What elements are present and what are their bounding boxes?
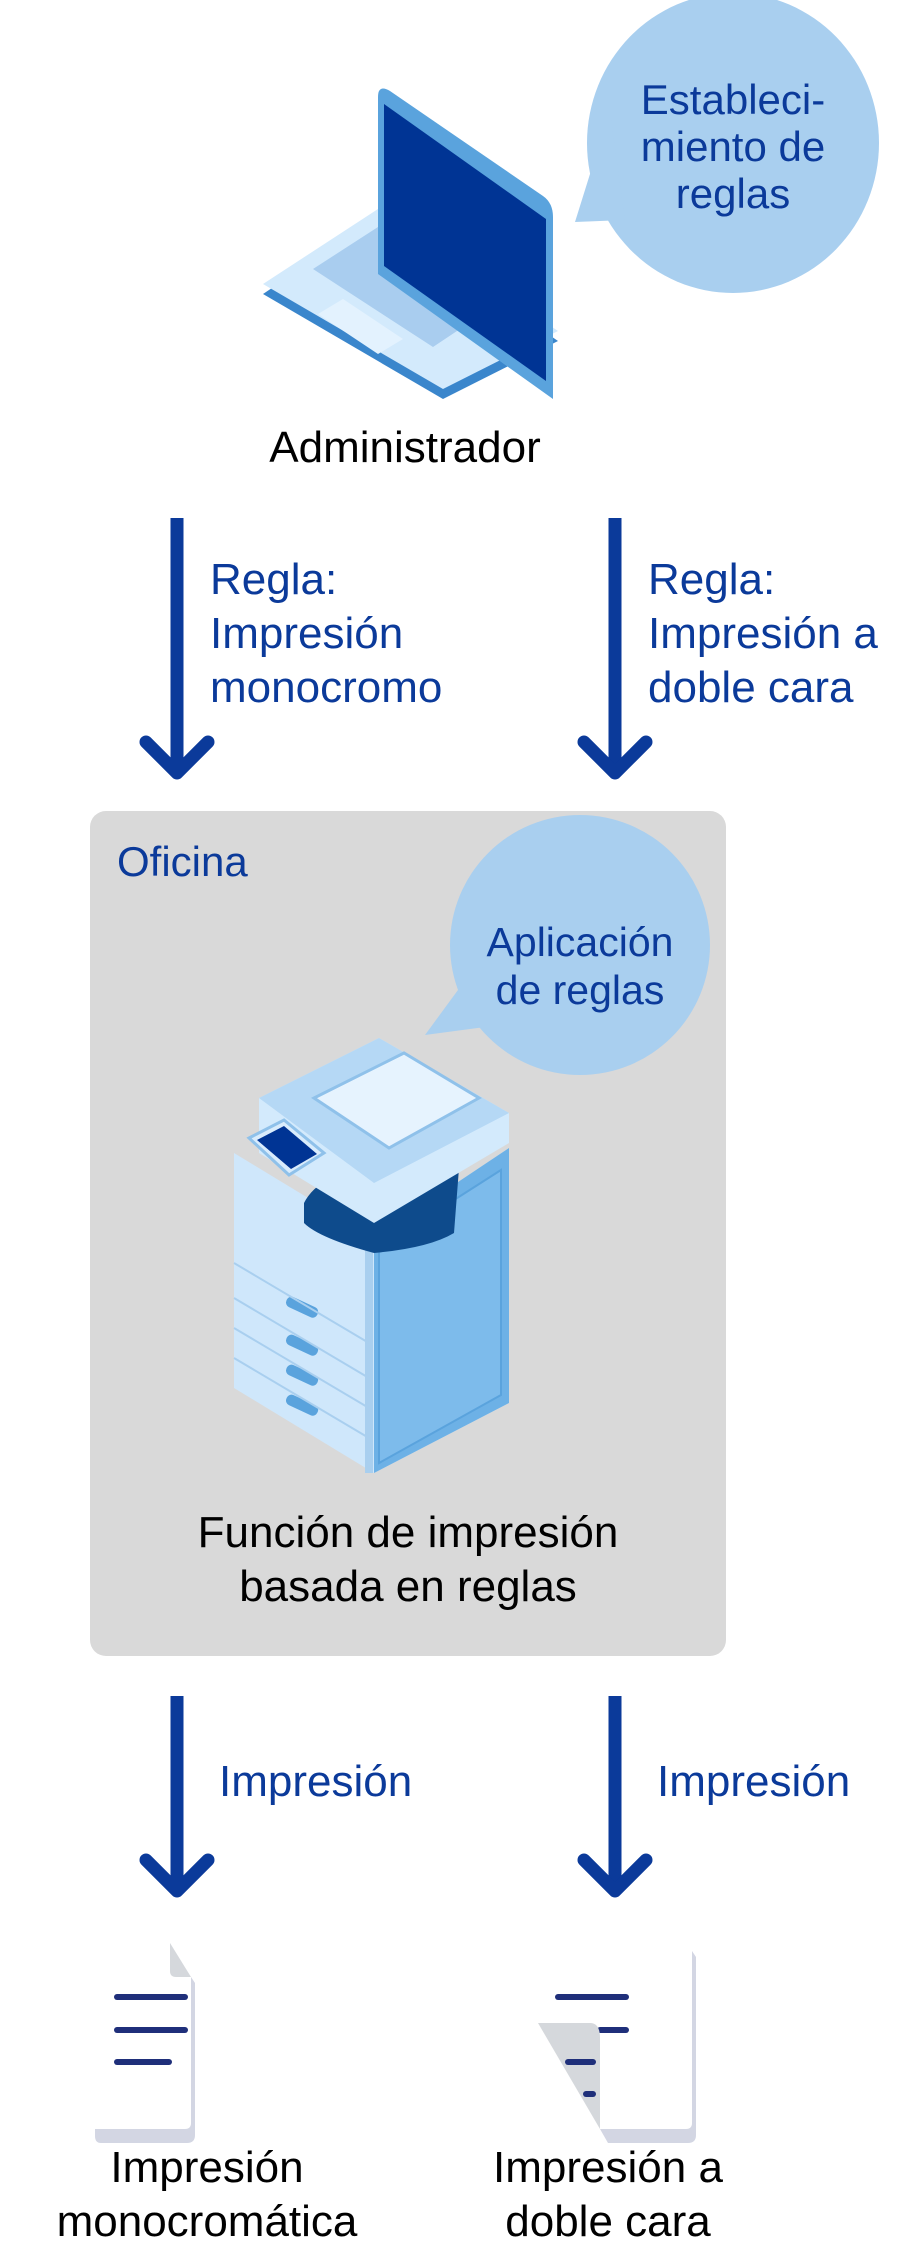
rule-line: Regla: <box>210 555 338 604</box>
rule-left: Regla: Impresión monocromo <box>210 553 442 715</box>
document-duplex-icon <box>538 1951 696 2143</box>
bubble-line: Estableci- <box>640 76 826 123</box>
arrow-label-right: Impresión <box>657 1757 851 1806</box>
bubble-text: Estableci- miento de reglas <box>600 76 866 217</box>
output-label-mono: Impresión monocromática <box>7 2141 407 2249</box>
caption-line: basada en reglas <box>239 1562 577 1611</box>
arrow-down-icon <box>577 1696 653 1898</box>
arrow-down-icon <box>577 518 653 780</box>
bubble-line: Aplicación <box>486 919 674 965</box>
label-line: Impresión <box>110 2143 304 2192</box>
bubble-text: Aplicación de reglas <box>450 918 710 1014</box>
rule-line: doble cara <box>648 663 854 712</box>
arrow-down-icon <box>139 1696 215 1898</box>
speech-bubble <box>575 0 879 293</box>
document-mono-icon <box>87 1943 207 2143</box>
output-label-duplex: Impresión a doble cara <box>408 2141 808 2249</box>
label-line: Impresión a <box>493 2143 723 2192</box>
label-line: doble cara <box>505 2197 711 2246</box>
arrow-label-left: Impresión <box>219 1757 413 1806</box>
rule-right: Regla: Impresión a doble cara <box>648 553 878 715</box>
rule-line: monocromo <box>210 663 443 712</box>
bubble-line: reglas <box>675 170 791 217</box>
printer-icon <box>233 1038 509 1473</box>
label-line: monocromática <box>56 2197 358 2246</box>
caption-line: Función de impresión <box>197 1508 619 1557</box>
office-caption: Función de impresión basada en reglas <box>90 1506 726 1614</box>
speech-bubble <box>425 815 710 1075</box>
rule-line: Impresión a <box>648 609 878 658</box>
office-title: Oficina <box>117 838 248 885</box>
rule-line: Impresión <box>210 609 404 658</box>
rule-line: Regla: <box>648 555 776 604</box>
bubble-line: miento de <box>640 123 826 170</box>
admin-label: Administrador <box>269 423 541 472</box>
laptop-icon <box>263 88 558 400</box>
arrow-down-icon <box>139 518 215 780</box>
bubble-line: de reglas <box>495 967 665 1013</box>
